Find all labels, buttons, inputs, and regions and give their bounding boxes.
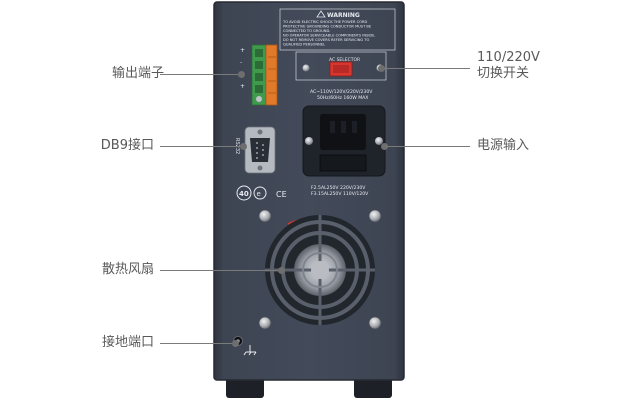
warning-title: WARNING (327, 12, 360, 19)
cert-e-icon: e (253, 186, 267, 200)
screw-icon (258, 316, 272, 330)
leader-line (160, 270, 280, 271)
leader-dot (381, 143, 388, 150)
warning-line-5: DO NOT REMOVE COVERS REFER SERVICING TO (283, 38, 370, 42)
voltage-switch-line-2: 切换开关 (477, 66, 530, 81)
leader-dot (238, 71, 245, 78)
warning-label: WARNING TO AVOID ELECTRIC SHOCK THE POWE… (279, 8, 396, 51)
warning-line-2: PROTECTIVE GROUNDING CONDUCTOR MUST BE (283, 25, 372, 29)
leader-dot (378, 65, 385, 72)
leader-line (160, 146, 242, 147)
callout-voltage-switch: 110/220V 切换开关 (477, 50, 540, 82)
leader-dot (278, 267, 285, 274)
svg-text:-: - (240, 59, 242, 66)
fuse-line-2: F3.15AL250V 110V/120V (311, 191, 369, 197)
leader-line (384, 68, 470, 69)
power-inlet[interactable] (302, 105, 386, 177)
warning-line-6: QUALIFIED PERSONNEL (283, 43, 325, 47)
leader-line (160, 343, 234, 344)
screw-icon (258, 209, 272, 223)
svg-text:+: + (240, 47, 245, 54)
ce-mark: CE (276, 190, 287, 199)
warning-line-4: NO OPERATOR SERVICEABLE COMPONENTS INSID… (283, 34, 376, 38)
warning-line-1: TO AVOID ELECTRIC SHOCK THE POWER CORD (282, 20, 367, 24)
callout-ground-port: 接地端口 (101, 335, 154, 350)
callout-power-input: 电源输入 (477, 138, 530, 153)
screw-icon (368, 209, 382, 223)
fuse-line-1: F2.5AL250V 220V/230V (311, 185, 366, 191)
left-foot (226, 376, 264, 398)
ac-rating-line-2: 50Hz/60Hz 160W MAX (317, 95, 368, 101)
svg-text:e: e (257, 190, 261, 198)
leader-dot (232, 340, 239, 347)
svg-text:+: + (240, 83, 245, 90)
callout-cooling-fan: 散热风扇 (101, 262, 154, 277)
svg-text:40: 40 (239, 190, 249, 198)
right-foot (354, 376, 392, 398)
leader-dot (240, 143, 247, 150)
ground-symbol-icon (243, 345, 257, 356)
voltage-switch-line-1: 110/220V (477, 50, 540, 65)
callout-output-terminal: 输出端子 (111, 66, 164, 81)
ac-selector-label: AC SELECTOR (329, 57, 360, 63)
leader-line (386, 146, 470, 147)
callout-db9-port: DB9接口 (100, 138, 154, 153)
db9-connector[interactable] (244, 126, 276, 174)
ac-rating-line-1: AC~110V/120V/220V/230V (310, 89, 373, 95)
cert-40-icon: 40 (236, 185, 252, 201)
leader-line (160, 74, 240, 75)
warning-triangle-icon (316, 10, 326, 18)
warning-line-3: CONNECTED TO GROUND. (283, 29, 330, 33)
output-terminal-block[interactable]: + - S + (240, 44, 278, 106)
screw-icon (368, 316, 382, 330)
